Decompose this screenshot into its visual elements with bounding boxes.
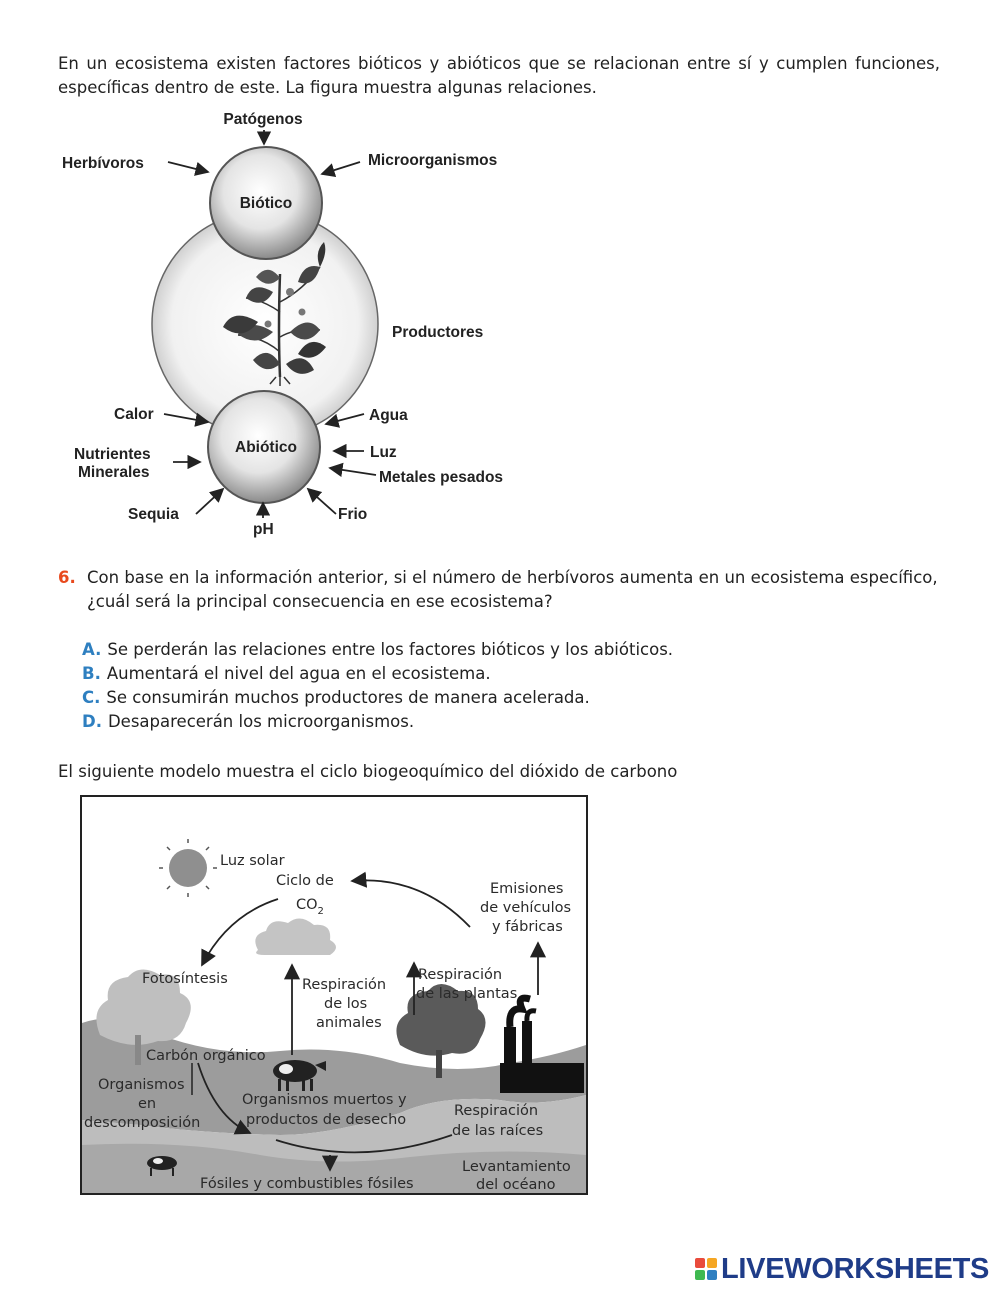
- root-respiration-line1: Respiración: [454, 1103, 538, 1119]
- root-respiration-line2: de las raíces: [452, 1123, 543, 1139]
- organic-carbon-label: Carbón orgánico: [146, 1048, 266, 1064]
- liveworksheets-icon: [695, 1258, 717, 1280]
- microorganisms-arrow: [320, 161, 361, 178]
- co2-subscript: 2: [318, 906, 324, 917]
- question-number: 6.: [58, 568, 76, 587]
- sun-icon: [159, 839, 217, 897]
- heavy-metals-label: Metales pesados: [379, 469, 503, 486]
- decomposing-line2: en: [138, 1096, 156, 1112]
- cycle-arrow-top: [350, 871, 471, 928]
- cycle-label: Ciclo de: [276, 873, 334, 889]
- liveworksheets-wordmark: LIVEWORKSHEETS: [721, 1252, 990, 1285]
- emissions-line2: de vehículos: [480, 900, 571, 916]
- dead-organisms-line1: Organismos muertos y: [242, 1092, 407, 1108]
- answer-options: A. Se perderán las relaciones entre los f…: [82, 638, 673, 734]
- light-label: Luz: [370, 444, 397, 461]
- herbivores-label: Herbívoros: [62, 155, 144, 172]
- biotic-label: Biótico: [240, 195, 293, 212]
- drought-arrow: [195, 487, 225, 515]
- option-text: Se consumirán muchos productores de mane…: [106, 688, 590, 707]
- heavy-metals-arrow: [328, 462, 377, 478]
- factory-icon: [500, 994, 584, 1093]
- cold-label: Frio: [338, 506, 367, 523]
- tree-right-icon: [396, 984, 486, 1078]
- animal-respiration-line3: animales: [316, 1015, 382, 1031]
- ecosystem-factors-diagram: Biótico Productores Abiótico Patógenos H…: [62, 111, 503, 538]
- co2-co: CO: [296, 897, 318, 913]
- option-text: Se perderán las relaciones entre los fac…: [107, 640, 674, 659]
- carbon-cycle-figure: Luz solar Ciclo de CO2 Emisiones de vehí…: [80, 795, 588, 1195]
- drought-label: Sequia: [128, 506, 179, 523]
- dead-organisms-line2: productos de desecho: [246, 1112, 406, 1128]
- option-letter: B.: [82, 664, 101, 683]
- pathogens-label: Patógenos: [223, 111, 302, 128]
- water-label: Agua: [369, 407, 408, 424]
- producers-label: Productores: [392, 324, 483, 341]
- carbon-cycle-intro: El siguiente modelo muestra el ciclo bio…: [58, 762, 678, 781]
- cycle-arrow-organic: [197, 1062, 252, 1135]
- plant-respiration-line1: Respiración: [418, 967, 502, 983]
- abiotic-label: Abiótico: [235, 439, 297, 456]
- cycle-arrow-bottom: [275, 1134, 453, 1154]
- microorganisms-label: Microorganismos: [368, 152, 497, 169]
- cow-small-icon: [147, 1156, 177, 1176]
- option-text: Aumentará el nivel del agua en el ecosis…: [106, 664, 491, 683]
- option-b[interactable]: B. Aumentará el nivel del agua en el ecos…: [82, 662, 673, 686]
- question-6: 6. Con base en la información anterior, …: [58, 566, 940, 614]
- plant-respiration-line2: de las plantas: [416, 986, 517, 1002]
- ocean-uplift-line1: Levantamiento: [462, 1159, 571, 1175]
- co2-label: CO2: [296, 897, 324, 917]
- liveworksheets-logo[interactable]: LIVEWORKSHEETS: [695, 1251, 989, 1287]
- option-letter: A.: [82, 640, 102, 659]
- decomposing-line1: Organismos: [98, 1077, 185, 1093]
- cycle-arrow-photosynthesis: [201, 898, 279, 967]
- ecosystem-factors-figure: Biótico Productores Abiótico Patógenos H…: [58, 102, 536, 544]
- ph-label: pH: [253, 521, 274, 538]
- option-letter: C.: [82, 688, 101, 707]
- photosynthesis-label: Fotosíntesis: [142, 971, 228, 987]
- nutrients-label: Nutrientes: [74, 446, 151, 463]
- tree-left-icon: [96, 969, 191, 1065]
- decomposing-line3: descomposición: [84, 1115, 200, 1131]
- animal-respiration-line2: de los: [324, 996, 367, 1012]
- option-text: Desaparecerán los microorganismos.: [107, 712, 415, 731]
- carbon-cycle-diagram: Luz solar Ciclo de CO2 Emisiones de vehí…: [80, 795, 588, 1195]
- heat-label: Calor: [114, 406, 154, 423]
- sunlight-label: Luz solar: [220, 853, 285, 869]
- biotic-circle: [209, 146, 323, 260]
- water-arrow: [324, 413, 365, 428]
- plant-illustration: [223, 242, 326, 386]
- cold-arrow: [306, 487, 337, 515]
- heat-arrow: [163, 412, 210, 427]
- option-c[interactable]: C. Se consumirán muchos productores de ma…: [82, 686, 673, 710]
- question-text: Con base en la información anterior, si …: [87, 568, 938, 611]
- herbivores-arrow: [167, 161, 210, 176]
- cloud-icon: [255, 918, 336, 955]
- ocean-uplift-line2: del océano: [476, 1177, 556, 1193]
- fossils-label: Fósiles y combustibles fósiles: [200, 1176, 414, 1192]
- minerals-label: Minerales: [78, 464, 150, 481]
- cow-icon: [273, 1060, 326, 1091]
- ground-shape: [82, 1018, 586, 1135]
- option-letter: D.: [82, 712, 102, 731]
- animal-respiration-line1: Respiración: [302, 977, 386, 993]
- emissions-line3: y fábricas: [492, 919, 563, 935]
- option-a[interactable]: A. Se perderán las relaciones entre los f…: [82, 638, 673, 662]
- emissions-line1: Emisiones: [490, 881, 563, 897]
- option-d[interactable]: D. Desaparecerán los microorganismos.: [82, 710, 673, 734]
- intro-paragraph: En un ecosistema existen factores biótic…: [58, 54, 940, 97]
